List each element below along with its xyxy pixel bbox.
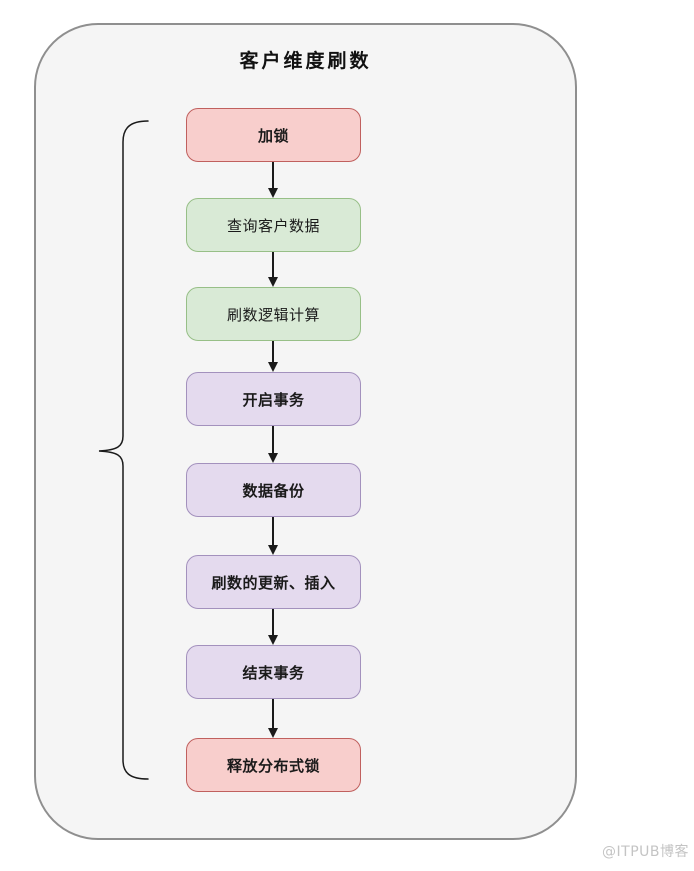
flow-node-data-backup: 数据备份 bbox=[186, 463, 361, 517]
flow-node-end-transaction: 结束事务 bbox=[186, 645, 361, 699]
watermark: @ITPUB博客 bbox=[602, 844, 689, 860]
arrow-down-icon bbox=[268, 699, 278, 738]
arrow-down-icon bbox=[268, 609, 278, 645]
arrow-down-icon bbox=[268, 252, 278, 287]
flow-node-lock: 加锁 bbox=[186, 108, 361, 162]
arrow-down-icon bbox=[268, 162, 278, 198]
diagram-title: 客户维度刷数 bbox=[239, 50, 372, 72]
arrow-down-icon bbox=[268, 517, 278, 555]
arrow-down-icon bbox=[268, 341, 278, 372]
flow-node-query-customer-data: 查询客户数据 bbox=[186, 198, 361, 252]
flow-node-refresh-logic-calculation: 刷数逻辑计算 bbox=[186, 287, 361, 341]
flow-node-release-distributed-lock: 释放分布式锁 bbox=[186, 738, 361, 792]
flow-node-refresh-update-insert: 刷数的更新、插入 bbox=[186, 555, 361, 609]
flow-node-begin-transaction: 开启事务 bbox=[186, 372, 361, 426]
arrow-down-icon bbox=[268, 426, 278, 463]
